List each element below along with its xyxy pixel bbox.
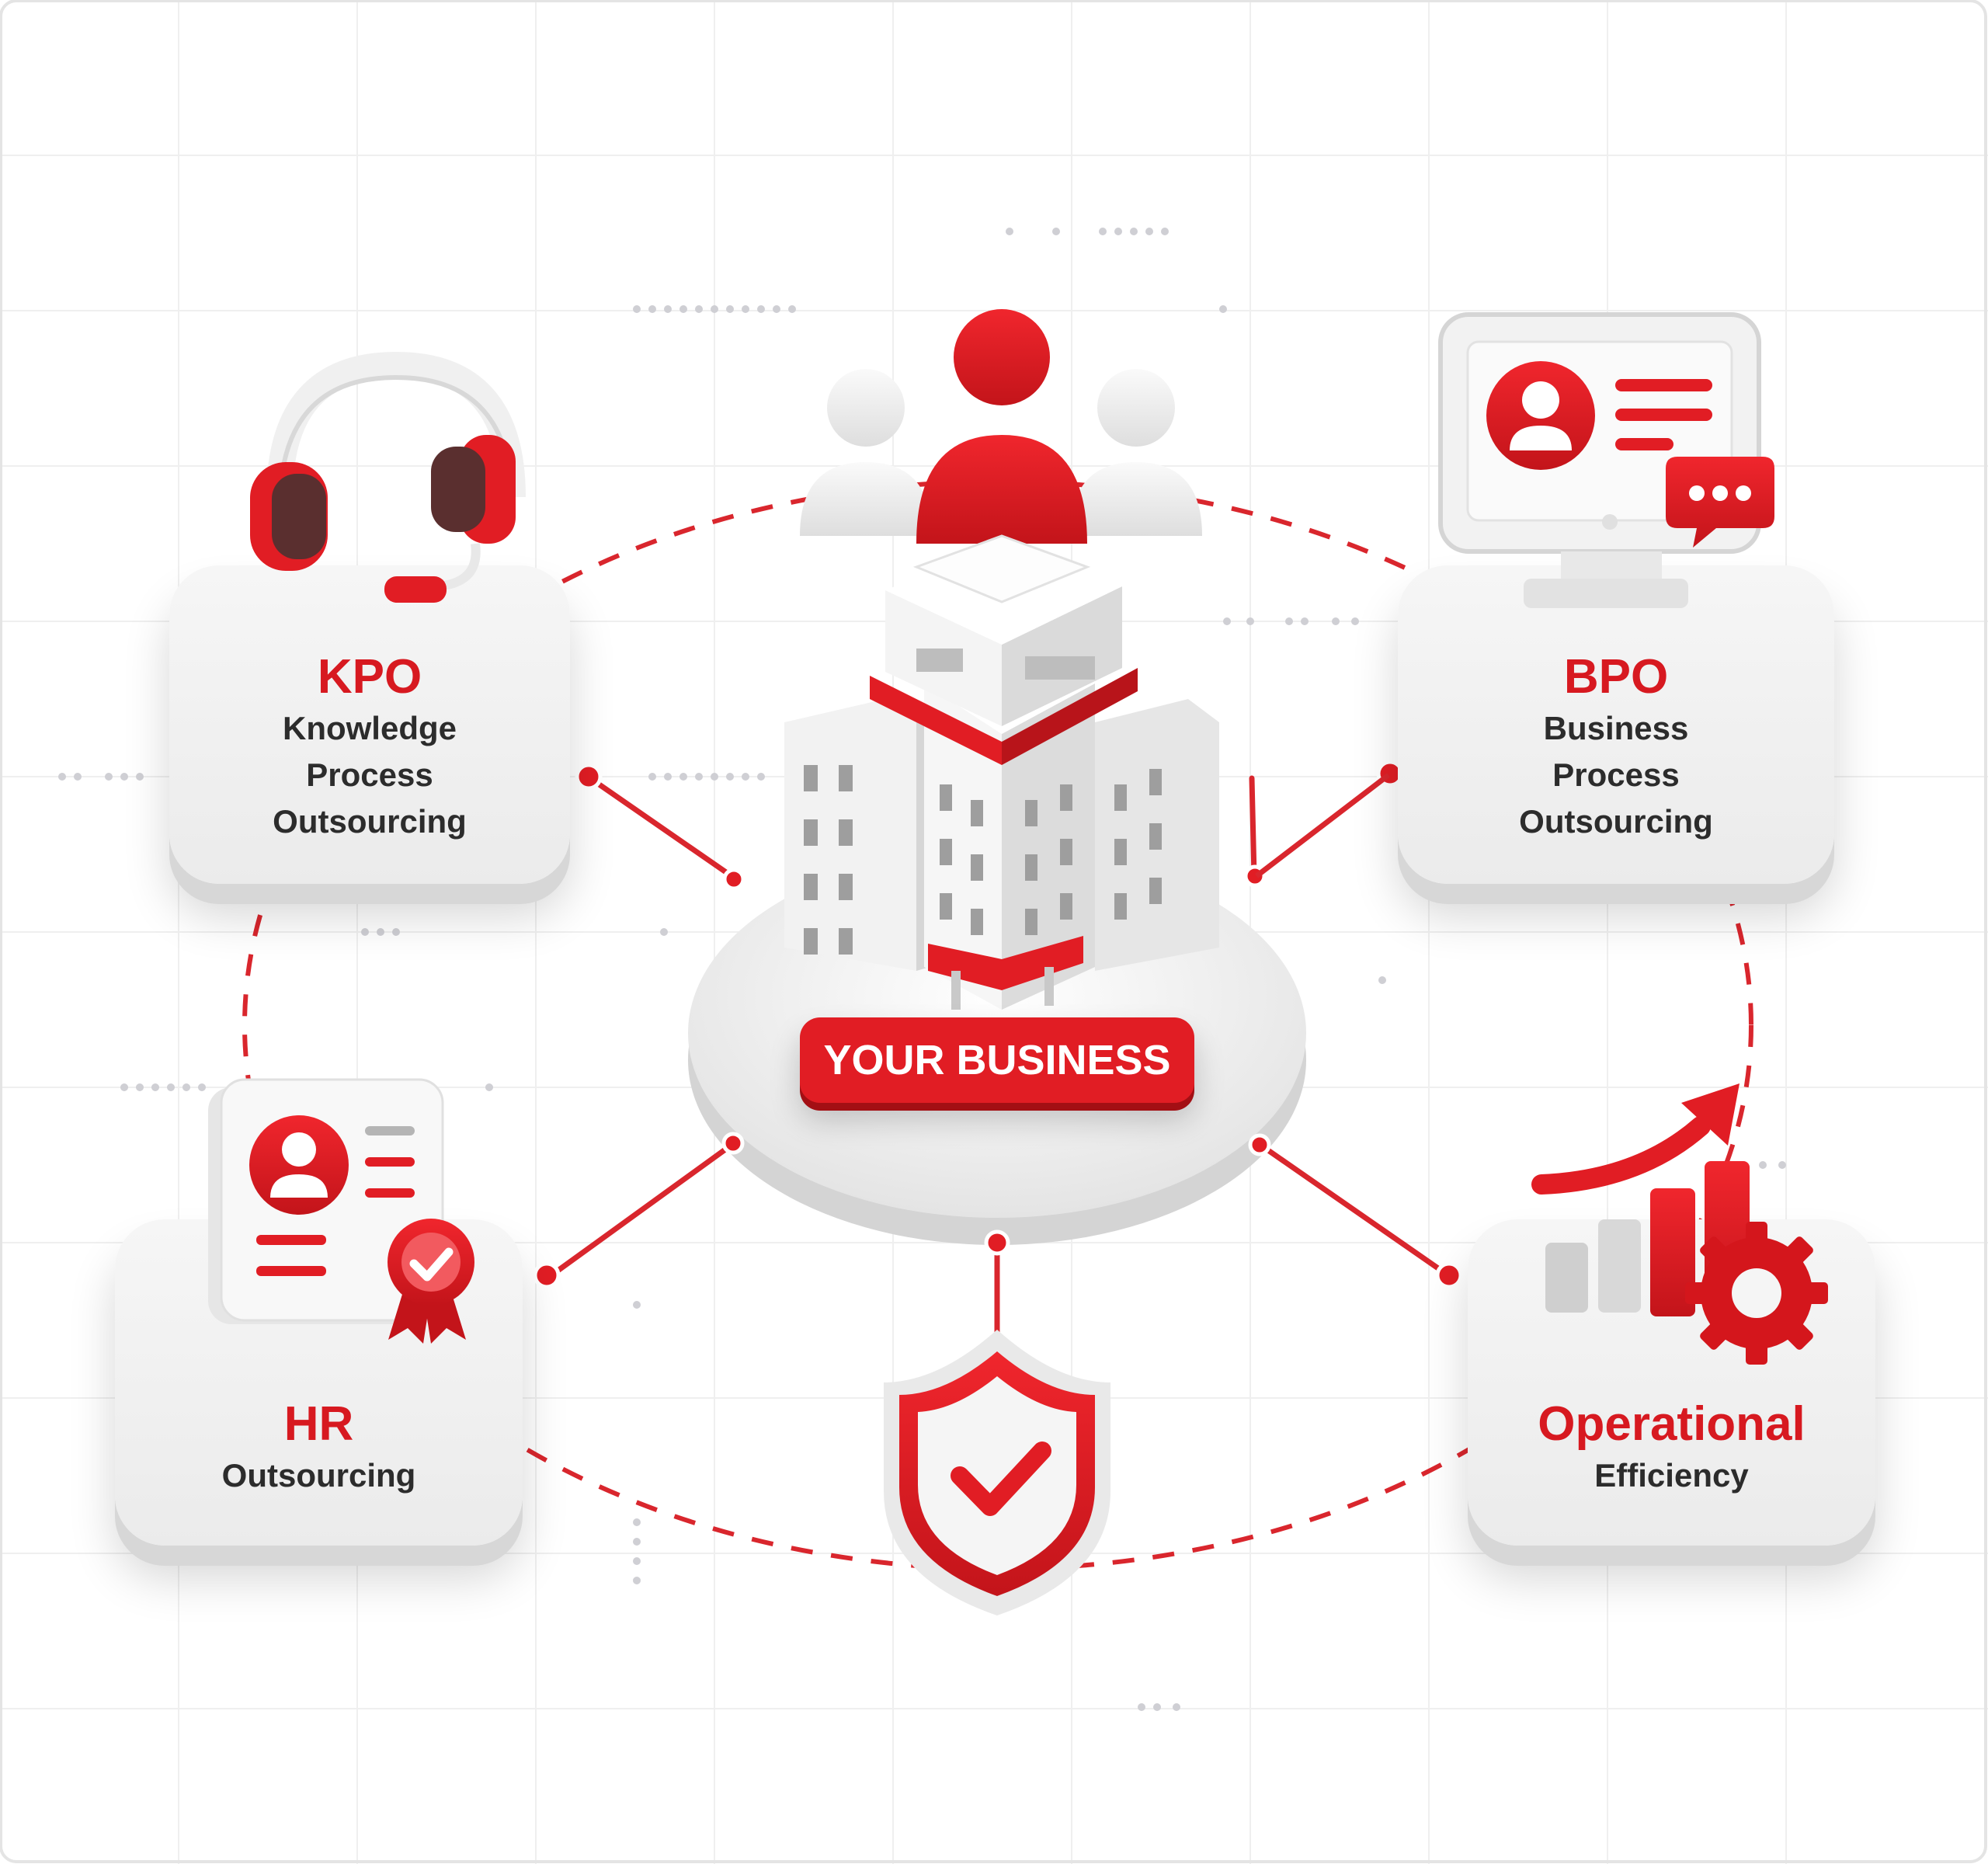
hr-line-1: Outsourcing bbox=[221, 1457, 416, 1494]
team-people-icon bbox=[800, 309, 1202, 544]
bpo-line-1: Business bbox=[1543, 710, 1689, 746]
kpo-card: KPO Knowledge Process Outsourcing bbox=[169, 565, 570, 884]
your-business-label: YOUR BUSINESS bbox=[800, 1017, 1194, 1103]
connector-nodes bbox=[533, 760, 1463, 1289]
kpo-line-1: Knowledge bbox=[282, 710, 457, 746]
hr-title: HR bbox=[283, 1397, 354, 1451]
bpo-title: BPO bbox=[1563, 650, 1669, 704]
ops-line-1: Efficiency bbox=[1594, 1457, 1749, 1494]
ops-card: Operational Efficiency bbox=[1468, 1219, 1875, 1546]
connector-lines bbox=[548, 775, 1449, 1339]
shield-check-icon bbox=[884, 1330, 1110, 1615]
kpo-title: KPO bbox=[317, 650, 422, 704]
office-building-icon bbox=[784, 534, 1219, 1010]
hr-card: HR Outsourcing bbox=[115, 1219, 523, 1546]
kpo-line-2: Process bbox=[306, 756, 433, 793]
ops-title: Operational bbox=[1538, 1397, 1806, 1451]
kpo-line-3: Outsourcing bbox=[273, 803, 467, 840]
bpo-card: BPO Business Process Outsourcing bbox=[1398, 565, 1834, 884]
decor-dots bbox=[58, 228, 1786, 1711]
bpo-line-3: Outsourcing bbox=[1519, 803, 1713, 840]
bpo-line-2: Process bbox=[1552, 756, 1680, 793]
